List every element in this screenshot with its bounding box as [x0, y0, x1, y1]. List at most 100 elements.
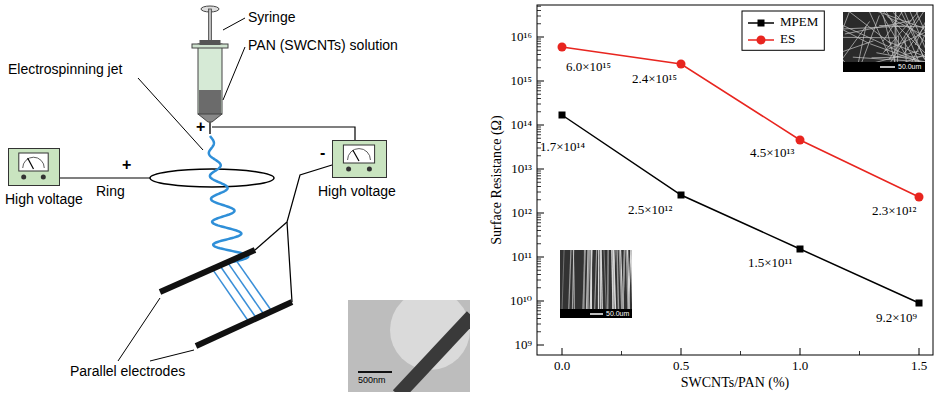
aligned-fiber	[626, 250, 628, 318]
minor-tick	[537, 178, 541, 179]
power-supply-box	[8, 148, 60, 186]
aligned-fiber	[594, 250, 596, 318]
power-supply-box	[332, 140, 387, 178]
sem-image	[560, 250, 632, 318]
scale-bar	[358, 371, 392, 373]
minor-tick	[537, 274, 541, 275]
random-fiber	[843, 41, 873, 55]
minor-tick	[537, 263, 541, 264]
tick-label: 10¹³	[511, 162, 532, 176]
aligned-fiber	[600, 250, 601, 318]
power-supply: High voltage	[318, 140, 398, 199]
minor-tick	[537, 287, 541, 288]
data-marker	[915, 193, 924, 202]
minor-tick	[537, 23, 541, 24]
meter-knob	[41, 175, 46, 180]
data-label: 9.2×10⁹	[876, 311, 917, 325]
major-tick	[537, 37, 544, 38]
data-marker	[797, 246, 804, 253]
part-label: Syringe	[248, 10, 295, 25]
tem-image	[348, 300, 470, 392]
minor-tick	[537, 192, 541, 193]
tick-label: 10¹⁵	[511, 74, 532, 88]
scale-bar	[880, 66, 895, 68]
tick-label: 0.0	[554, 359, 570, 373]
minor-tick	[537, 280, 541, 281]
meter-knob	[367, 167, 372, 172]
minor-tick	[537, 90, 541, 91]
minor-tick	[537, 16, 541, 17]
sem-image	[843, 12, 925, 72]
meter-scale	[348, 149, 371, 160]
aligned-fiber	[601, 250, 602, 318]
leader-line	[118, 298, 160, 361]
needle	[209, 122, 211, 134]
power-supply: High voltage	[5, 148, 85, 207]
minor-tick	[537, 50, 541, 51]
data-marker	[678, 192, 685, 199]
minor-tick	[537, 305, 541, 306]
minor-tick	[537, 138, 541, 139]
aligned-fiber	[617, 250, 619, 318]
random-fiber	[879, 12, 925, 61]
minor-tick	[537, 318, 541, 319]
tick-label: 10¹¹	[511, 250, 532, 264]
minor-tick	[537, 215, 541, 216]
major-tick	[800, 348, 801, 355]
major-tick	[537, 169, 544, 170]
minor-tick	[537, 310, 541, 311]
data-label: 1.5×10¹¹	[748, 256, 792, 270]
data-marker	[796, 136, 805, 145]
leader-line	[138, 78, 203, 150]
aligned-fiber	[622, 250, 624, 318]
tick-label: 10¹⁶	[511, 30, 532, 44]
data-marker	[558, 43, 567, 52]
minor-tick	[537, 10, 541, 11]
scale-bar-label: 50.0um	[898, 63, 921, 71]
data-label: 2.5×10¹²	[628, 203, 672, 217]
random-fiber	[843, 26, 904, 30]
instrument-label: High voltage	[5, 192, 85, 207]
data-marker	[677, 60, 686, 69]
minor-tick	[537, 226, 541, 227]
graphic-part: High voltage	[318, 183, 396, 199]
minor-tick	[537, 131, 541, 132]
major-tick	[681, 348, 682, 355]
aligned-fiber	[212, 269, 249, 322]
tem-fiber	[398, 316, 470, 392]
minor-tick	[537, 41, 541, 42]
graphic-part: High voltage	[5, 191, 83, 207]
scale-bar-label: 50.0um	[606, 310, 629, 318]
minor-tick	[537, 236, 541, 237]
aligned-fiber	[562, 250, 564, 318]
part-label: PAN (SWCNTs) solution	[248, 38, 398, 53]
aligned-fiber	[613, 250, 615, 318]
meter-needle	[28, 158, 34, 169]
minor-tick	[621, 351, 622, 355]
aligned-fiber	[583, 250, 586, 318]
part-label: Electrospinning jet	[8, 62, 122, 77]
random-fiber	[895, 12, 897, 53]
aligned-fiber	[604, 250, 607, 318]
aligned-fiber	[583, 250, 585, 318]
tick-label: 1.0	[792, 359, 808, 373]
polarity-sign: -	[320, 144, 325, 162]
info-band	[843, 62, 925, 72]
polymer-solution	[199, 90, 221, 114]
wire	[287, 222, 292, 302]
minor-tick	[537, 129, 541, 130]
minor-tick	[537, 98, 541, 99]
data-marker	[559, 112, 566, 119]
aligned-fiber	[235, 259, 272, 311]
aligned-fiber	[590, 250, 592, 318]
random-fiber	[843, 25, 920, 61]
minor-tick	[537, 46, 541, 47]
major-tick	[537, 345, 544, 346]
polarity-sign: +	[196, 118, 205, 136]
data-label: 1.7×10¹⁴	[540, 140, 585, 154]
wire	[255, 222, 287, 250]
axis-title: Surface Resistance (Ω)	[489, 115, 504, 244]
part-label: Ring	[96, 184, 125, 199]
minor-tick	[537, 104, 541, 105]
